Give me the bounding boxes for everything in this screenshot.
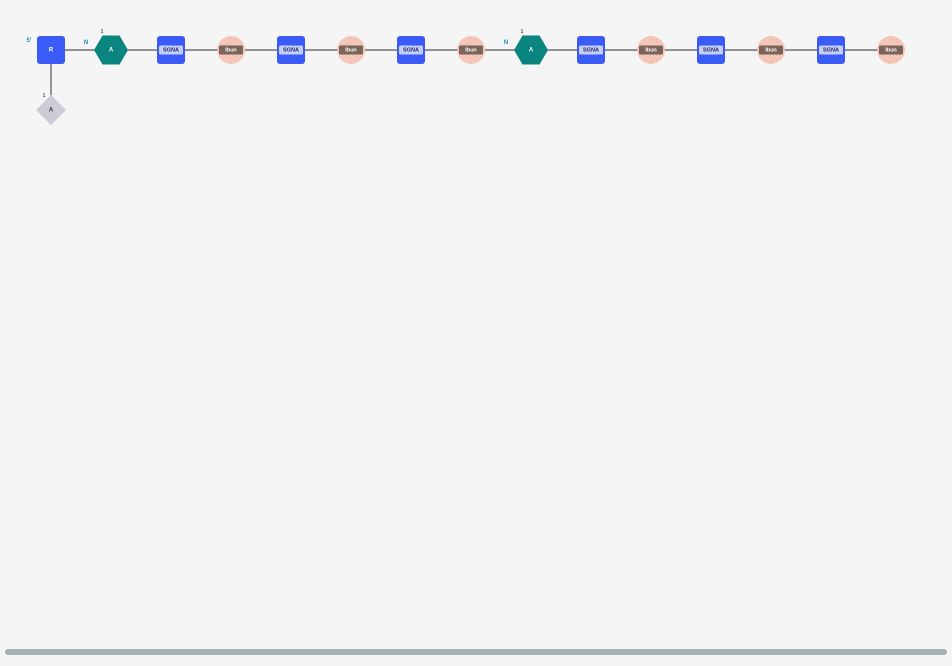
circle-node[interactable]: Ibun <box>457 36 485 64</box>
circle-tag <box>219 45 243 55</box>
circle-node[interactable]: Ibun <box>637 36 665 64</box>
square-label: SGNA <box>823 48 839 54</box>
circle-label: Ibun <box>765 48 777 54</box>
circle-node[interactable]: Ibun <box>757 36 785 64</box>
circle-tag <box>339 45 363 55</box>
hexagon-shape <box>94 35 128 65</box>
circle-tag <box>759 45 783 55</box>
circle-node[interactable]: Ibun <box>217 36 245 64</box>
branch-base-label: A <box>49 108 54 114</box>
hexagon-shape <box>514 35 548 65</box>
circle-tag <box>639 45 663 55</box>
hexagon-top-marker: 1 <box>101 29 104 35</box>
branch-base-node[interactable]: A <box>36 95 66 125</box>
circle-label: Ibun <box>645 48 657 54</box>
square-node[interactable]: SGNA <box>277 36 305 64</box>
hexagon-label: A <box>109 48 114 54</box>
hexagon-side-label: N <box>504 40 508 46</box>
square-tag <box>819 45 843 55</box>
square-tag <box>399 45 423 55</box>
circle-node[interactable]: Ibun <box>877 36 905 64</box>
sugar-shape <box>37 36 65 64</box>
square-node[interactable]: SGNA <box>157 36 185 64</box>
hexagon-side-label: N <box>84 40 88 46</box>
square-tag <box>159 45 183 55</box>
scrollbar-thumb[interactable] <box>5 649 947 655</box>
circle-tag <box>459 45 483 55</box>
circle-label: Ibun <box>225 48 237 54</box>
circle-node[interactable]: Ibun <box>337 36 365 64</box>
square-label: SGNA <box>703 48 719 54</box>
five-prime-label: 5' <box>27 38 32 44</box>
square-label: SGNA <box>583 48 599 54</box>
circle-label: Ibun <box>465 48 477 54</box>
branch-base-shape <box>36 95 66 125</box>
hexagon-label: A <box>529 48 534 54</box>
hexagon-top-marker: 1 <box>521 29 524 35</box>
sugar-node[interactable]: R <box>37 36 65 64</box>
horizontal-scrollbar[interactable] <box>5 649 947 655</box>
square-node[interactable]: SGNA <box>397 36 425 64</box>
square-label: SGNA <box>403 48 419 54</box>
square-node[interactable]: SGNA <box>577 36 605 64</box>
circle-label: Ibun <box>345 48 357 54</box>
circle-tag <box>879 45 903 55</box>
branch-marker: 1 <box>43 93 46 99</box>
hexagon-node[interactable]: A <box>514 35 548 65</box>
sugar-label: R <box>49 48 54 54</box>
square-label: SGNA <box>163 48 179 54</box>
square-node[interactable]: SGNA <box>697 36 725 64</box>
square-tag <box>579 45 603 55</box>
square-label: SGNA <box>283 48 299 54</box>
hexagon-node[interactable]: A <box>94 35 128 65</box>
square-tag <box>279 45 303 55</box>
circle-label: Ibun <box>885 48 897 54</box>
square-node[interactable]: SGNA <box>817 36 845 64</box>
square-tag <box>699 45 723 55</box>
